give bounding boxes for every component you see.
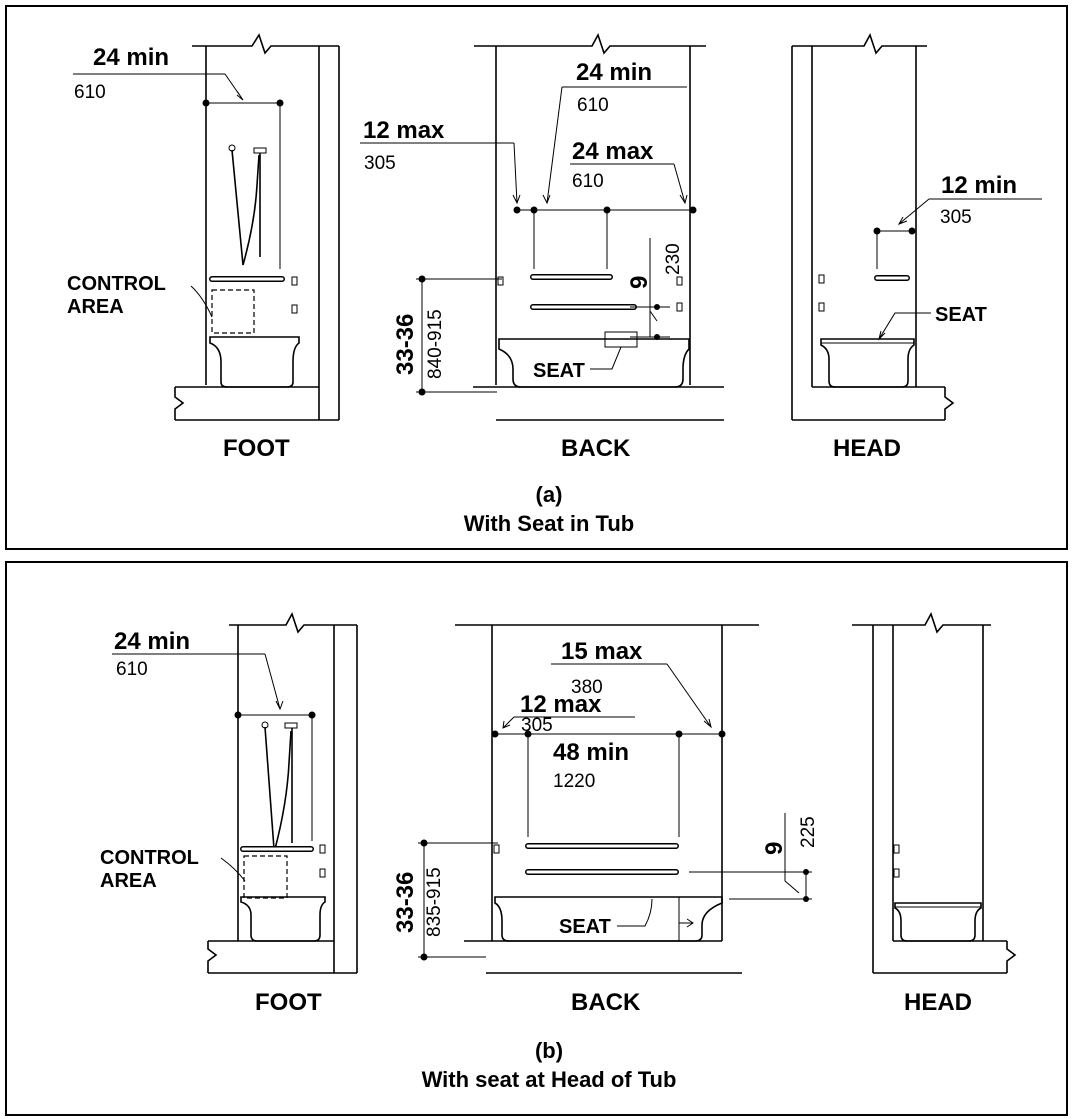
back-b-dim1-mm: 380 <box>571 677 603 698</box>
back-a-dim4-in: 9 <box>626 276 653 289</box>
foot-a-view-label: FOOT <box>223 435 290 462</box>
foot-b-dim-mm: 610 <box>116 659 148 680</box>
diagram-b: 24 min 610 CONTROL AREA FOOT <box>100 612 1017 1092</box>
back-view-b <box>418 624 812 974</box>
head-a-view-label: HEAD <box>833 435 901 462</box>
back-b-dim1-in: 15 max <box>561 638 643 665</box>
head-b-view-label: HEAD <box>904 989 972 1016</box>
caption-a-letter: (a) <box>536 482 563 507</box>
back-a-dim4-mm: 230 <box>663 243 684 275</box>
back-a-dim1-in: 24 min <box>576 59 652 86</box>
back-b-seat-label: SEAT <box>559 916 611 938</box>
foot-b-view-label: FOOT <box>255 989 322 1016</box>
foot-a-control-label-1: CONTROL <box>67 273 166 295</box>
back-view-a <box>360 33 724 421</box>
back-a-dim2-in: 12 max <box>363 117 445 144</box>
back-a-height-in: 33-36 <box>392 314 419 375</box>
head-a-seat-label: SEAT <box>935 304 987 326</box>
caption-b-text: With seat at Head of Tub <box>422 1067 677 1092</box>
back-a-dim3-in: 24 max <box>572 138 654 165</box>
foot-b-control-label-1: CONTROL <box>100 847 199 869</box>
back-b-dim4-in: 9 <box>761 842 788 855</box>
foot-view-b <box>112 612 358 974</box>
back-b-dim2-mm: 305 <box>521 715 553 736</box>
back-b-dim4-mm: 225 <box>798 816 819 848</box>
head-a-dim-in: 12 min <box>941 172 1017 199</box>
diagram-a: 24 min 610 CONTROL AREA FOOT <box>67 33 1042 536</box>
back-a-height-mm: 840-915 <box>425 309 446 379</box>
caption-b-letter: (b) <box>535 1038 563 1063</box>
foot-view-a <box>73 33 340 421</box>
foot-b-dim-in: 24 min <box>114 628 190 655</box>
panel-with-seat-in-tub: 24 min 610 CONTROL AREA FOOT <box>5 5 1068 550</box>
head-view-a <box>791 33 1042 421</box>
back-b-height-in: 33-36 <box>392 872 419 933</box>
head-a-dim-mm: 305 <box>940 207 972 228</box>
panel-with-seat-at-head: 24 min 610 CONTROL AREA FOOT <box>5 561 1068 1116</box>
back-a-dim2-mm: 305 <box>364 153 396 174</box>
foot-a-control-label-2: AREA <box>67 296 124 318</box>
back-a-view-label: BACK <box>561 435 631 462</box>
back-b-dim3-mm: 1220 <box>553 771 595 792</box>
foot-a-dim-mm: 610 <box>74 82 106 103</box>
foot-a-dim-in: 24 min <box>93 44 169 71</box>
back-b-dim2-in: 12 max <box>520 691 602 718</box>
caption-a-text: With Seat in Tub <box>464 511 635 536</box>
back-b-dim3-in: 48 min <box>553 739 629 766</box>
back-b-height-mm: 835-915 <box>424 867 445 937</box>
back-b-view-label: BACK <box>571 989 641 1016</box>
back-a-dim3-mm: 610 <box>572 171 604 192</box>
back-a-dim1-mm: 610 <box>577 95 609 116</box>
foot-b-control-label-2: AREA <box>100 870 157 892</box>
head-view-b <box>852 612 1017 974</box>
back-a-seat-label: SEAT <box>533 360 585 382</box>
